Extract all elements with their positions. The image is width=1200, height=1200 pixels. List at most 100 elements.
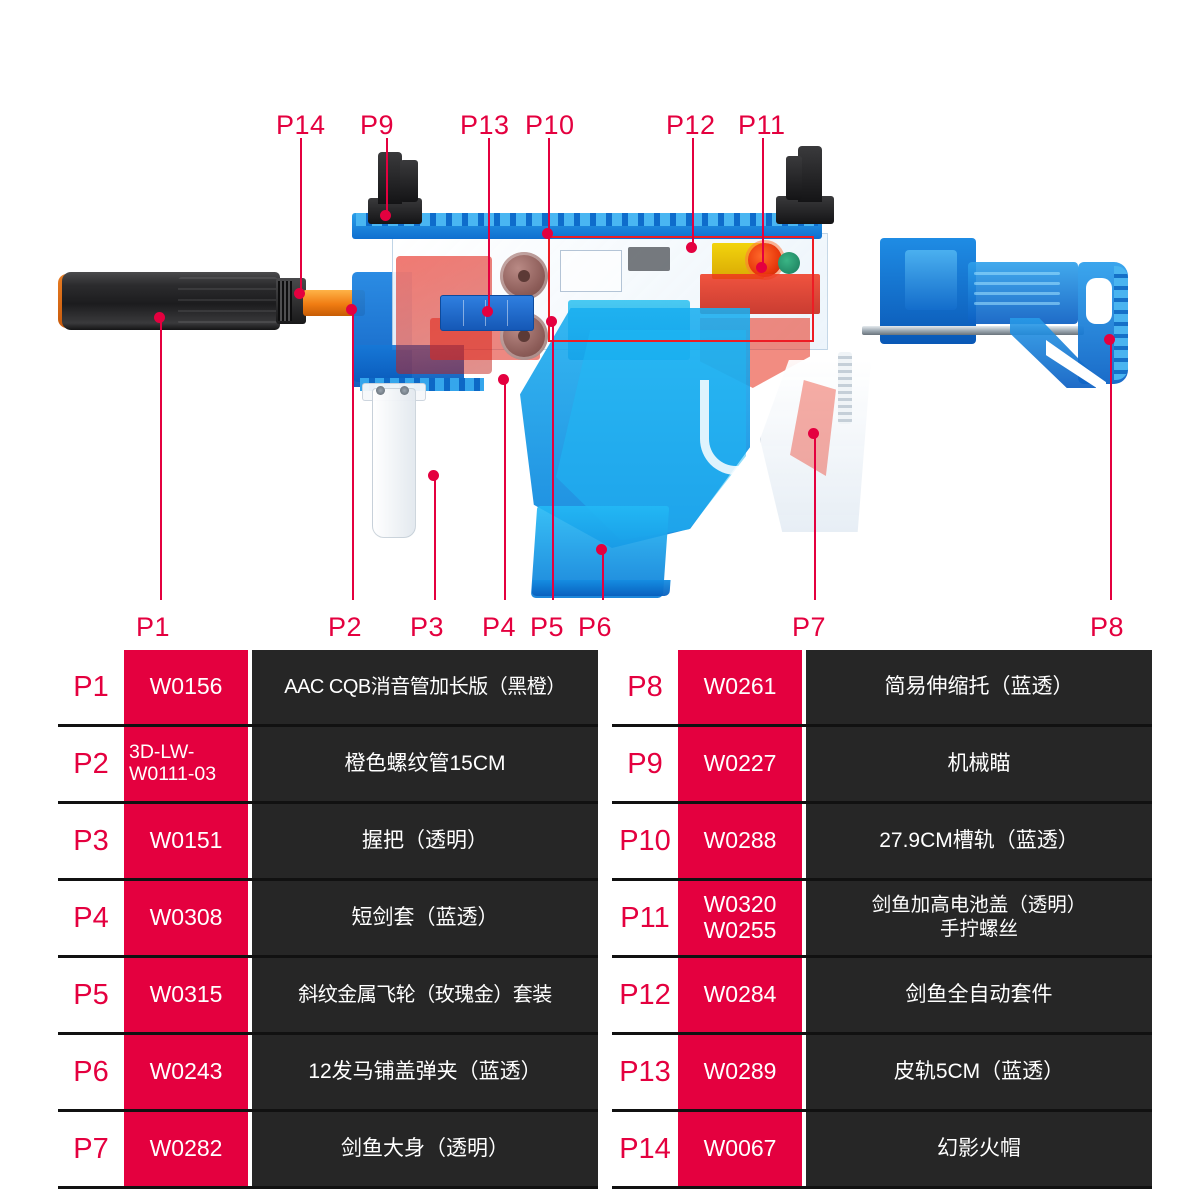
description-cell: AAC CQB消音管加长版（黑橙）	[252, 650, 598, 724]
callout-dot-p3	[428, 470, 439, 481]
callout-line-p4	[504, 378, 506, 600]
callout-dot-p5	[546, 316, 557, 327]
description-cell: 斜纹金属飞轮（玫瑰金）套装	[252, 958, 598, 1032]
full-auto-kit-highlight-box	[548, 236, 814, 342]
stock-cutout	[1086, 278, 1112, 324]
rear-receiver-inner	[905, 250, 957, 310]
callout-label-p6: P6	[578, 612, 613, 642]
part-number-cell: P14	[612, 1112, 678, 1186]
callout-label-p8: P8	[1090, 612, 1125, 642]
sku-cell: W0156	[124, 650, 248, 724]
callout-dot-p11	[756, 262, 767, 273]
part-number-cell: P4	[58, 881, 124, 955]
callout-line-p14	[300, 138, 302, 292]
description-cell: 剑鱼加高电池盖（透明） 手拧螺丝	[806, 881, 1152, 955]
suppressor-grooves	[178, 277, 278, 325]
rear-sight-post	[798, 146, 822, 202]
callout-dot-p13	[482, 306, 493, 317]
callout-line-p11	[762, 138, 764, 266]
callout-dot-p1	[154, 312, 165, 323]
suppressor-knurl	[278, 281, 292, 321]
description-cell: 短剑套（蓝透）	[252, 881, 598, 955]
callout-label-p13: P13	[460, 110, 510, 140]
part-number-cell: P6	[58, 1035, 124, 1109]
description-cell: 皮轨5CM（蓝透）	[806, 1035, 1152, 1109]
description-cell: 幻影火帽	[806, 1112, 1152, 1186]
sku-cell: 3D-LW- W0111-03	[124, 727, 248, 801]
screw-icon	[400, 386, 409, 395]
callout-line-p12	[692, 138, 694, 246]
sku-cell: W0067	[678, 1112, 802, 1186]
internal-dark-component	[628, 247, 670, 271]
green-gear	[778, 252, 800, 274]
vertical-foregrip-clear	[372, 388, 416, 538]
callout-line-p8	[1110, 338, 1112, 600]
sku-cell: W0288	[678, 804, 802, 878]
flywheel-upper	[500, 252, 548, 300]
description-cell: 剑鱼大身（透明）	[252, 1112, 598, 1186]
callout-label-p7: P7	[792, 612, 827, 642]
description-cell: 机械瞄	[806, 727, 1152, 801]
sku-cell: W0151	[124, 804, 248, 878]
description-cell: 橙色螺纹管15CM	[252, 727, 598, 801]
callout-label-p2: P2	[328, 612, 363, 642]
part-number-cell: P7	[58, 1112, 124, 1186]
callout-line-p5	[552, 320, 554, 600]
description-cell: 剑鱼全自动套件	[806, 958, 1152, 1032]
callout-line-p9	[386, 138, 388, 214]
part-number-cell: P13	[612, 1035, 678, 1109]
stock-butt-pad	[1114, 266, 1128, 380]
motor-assembly-red	[700, 274, 820, 314]
callout-label-p14: P14	[276, 110, 326, 140]
rail-teeth	[356, 213, 818, 226]
callout-dot-p12	[686, 242, 697, 253]
callout-line-p1	[160, 316, 162, 600]
part-number-cell: P1	[58, 650, 124, 724]
sku-cell: W0261	[678, 650, 802, 724]
callout-label-p5: P5	[530, 612, 565, 642]
description-cell: 简易伸缩托（蓝透）	[806, 650, 1152, 724]
screw-icon	[376, 386, 385, 395]
sku-cell: W0320 W0255	[678, 881, 802, 955]
stock-slide	[968, 262, 1078, 324]
front-sight-post	[378, 152, 402, 204]
callout-label-p11: P11	[738, 110, 786, 140]
description-cell: 12发马铺盖弹夹（蓝透）	[252, 1035, 598, 1109]
part-number-cell: P8	[612, 650, 678, 724]
sku-cell: W0282	[124, 1112, 248, 1186]
callout-dot-p10	[542, 228, 553, 239]
part-number-cell: P5	[58, 958, 124, 1032]
description-cell: 握把（透明）	[252, 804, 598, 878]
callout-dot-p6	[596, 544, 607, 555]
callout-dot-p4	[498, 374, 509, 385]
part-number-cell: P2	[58, 727, 124, 801]
description-cell: 27.9CM槽轨（蓝透）	[806, 804, 1152, 878]
callout-dot-p9	[380, 210, 391, 221]
callout-label-p1: P1	[136, 612, 171, 642]
callout-line-p2	[352, 308, 354, 600]
front-sight-wing	[400, 160, 418, 202]
callout-dot-p7	[808, 428, 819, 439]
part-number-cell: P9	[612, 727, 678, 801]
suppressor-body	[62, 272, 280, 330]
short-blue-rail-5cm	[440, 295, 534, 331]
callout-label-p12: P12	[666, 110, 716, 140]
callout-label-p4: P4	[482, 612, 517, 642]
sku-cell: W0289	[678, 1035, 802, 1109]
